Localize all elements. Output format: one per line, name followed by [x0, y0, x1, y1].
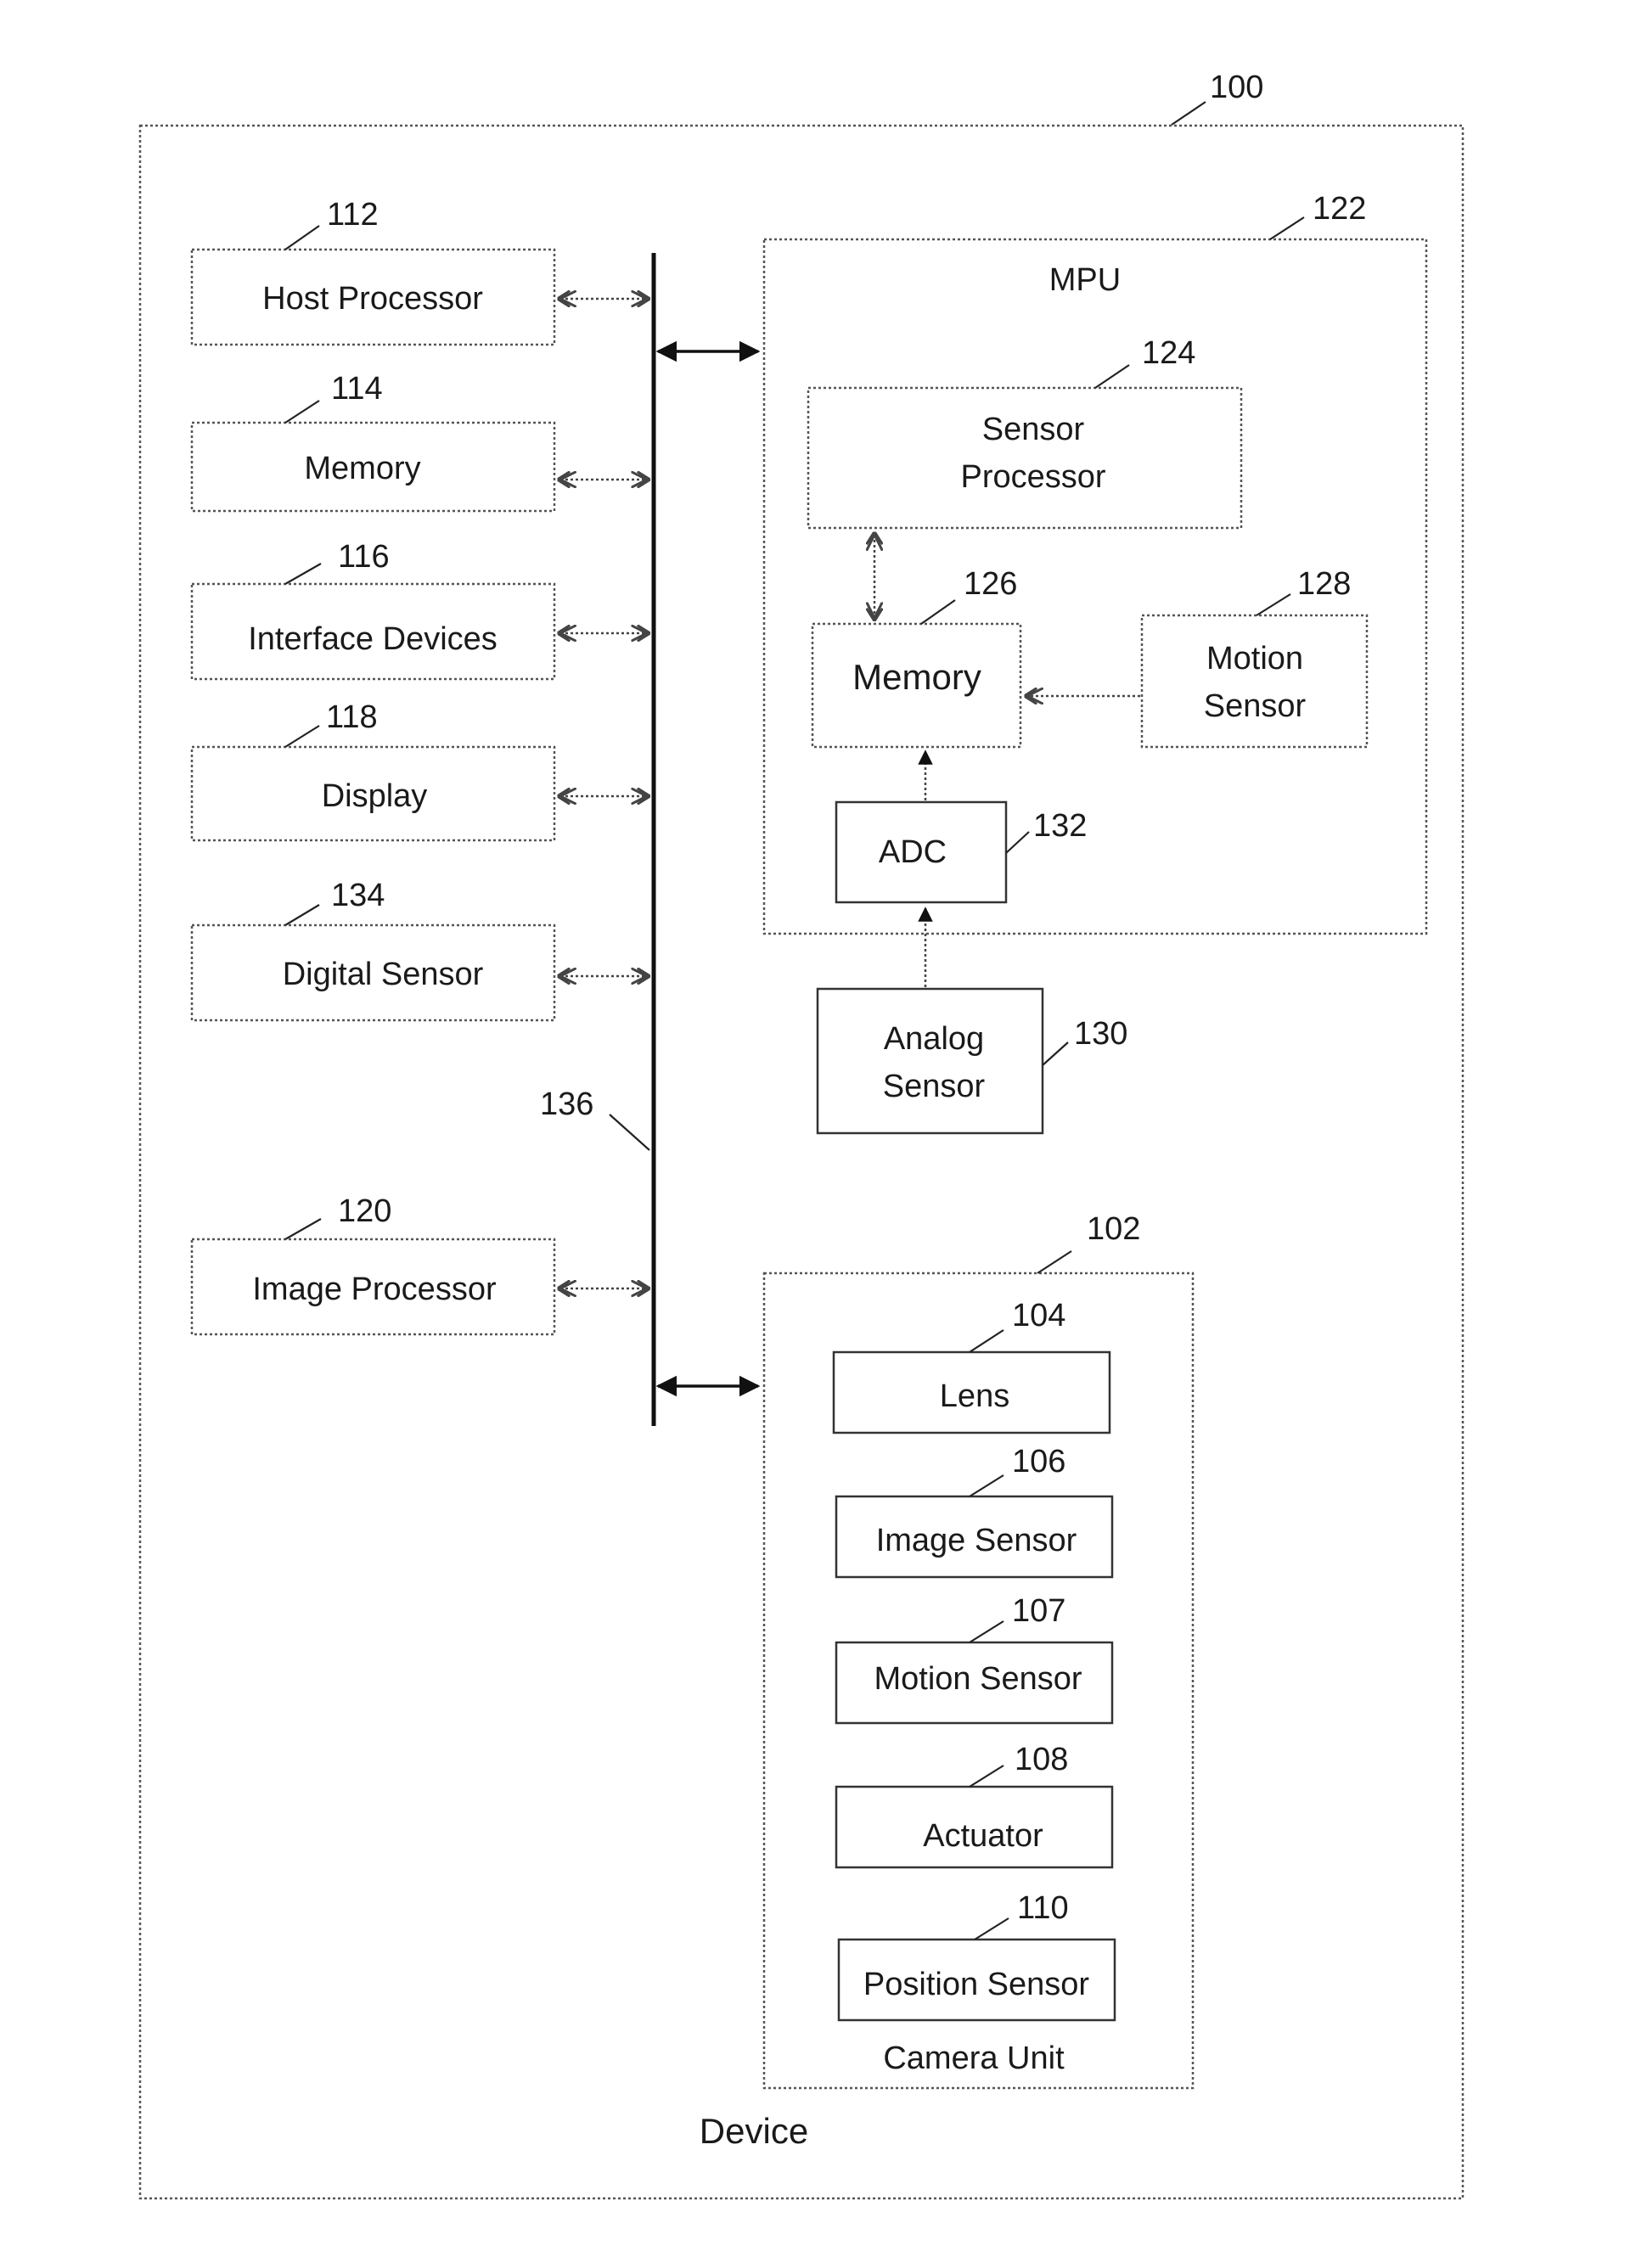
mpu-motion-sensor-label-line1: Motion	[1206, 641, 1303, 676]
image-processor-label: Image Processor	[252, 1272, 497, 1307]
mpu-motion-sensor-label-line2: Sensor	[1204, 688, 1307, 724]
host-processor-ref: 112	[327, 197, 379, 233]
adc-label: ADC	[879, 834, 947, 870]
camera-motion-sensor-ref: 107	[1012, 1593, 1065, 1629]
memory-ref: 114	[331, 371, 383, 407]
mpu-ref: 122	[1313, 191, 1366, 227]
mpu-label: MPU	[1049, 262, 1121, 298]
host-processor-label: Host Processor	[262, 281, 483, 317]
actuator-label: Actuator	[923, 1818, 1043, 1854]
memory-label: Memory	[304, 451, 420, 486]
image-processor-ref: 120	[338, 1193, 391, 1229]
device-label: Device	[700, 2111, 808, 2151]
mpu-memory-ref: 126	[964, 566, 1017, 602]
device-ref-leader	[1172, 102, 1206, 125]
display-label: Display	[322, 778, 428, 814]
mpu-block: MPU 122 Sensor Processor 124 Memory 126 …	[658, 191, 1426, 934]
digital-sensor-ref: 134	[331, 878, 385, 913]
sensor-processor-label-line2: Processor	[960, 459, 1105, 495]
camera-unit-ref: 102	[1087, 1211, 1140, 1247]
display-ref: 118	[326, 699, 378, 735]
sensor-processor-label-line1: Sensor	[982, 412, 1085, 447]
analog-sensor-ref: 130	[1074, 1016, 1127, 1052]
image-sensor-ref: 106	[1012, 1444, 1065, 1479]
position-sensor-label: Position Sensor	[863, 1967, 1089, 2002]
lens-label: Lens	[940, 1378, 1009, 1414]
image-sensor-label: Image Sensor	[876, 1523, 1077, 1558]
mpu-memory-label: Memory	[852, 657, 981, 697]
analog-sensor-label-line2: Sensor	[883, 1069, 986, 1104]
camera-motion-sensor-label: Motion Sensor	[874, 1661, 1082, 1697]
position-sensor-ref: 110	[1017, 1890, 1069, 1926]
bus-ref: 136	[540, 1086, 593, 1122]
sensor-processor-ref: 124	[1142, 335, 1195, 371]
analog-sensor-label-line1: Analog	[884, 1021, 984, 1057]
interface-devices-ref: 116	[338, 539, 390, 575]
digital-sensor-label: Digital Sensor	[283, 957, 484, 992]
lens-ref: 104	[1012, 1298, 1065, 1333]
camera-unit-label: Camera Unit	[883, 2041, 1065, 2076]
mpu-motion-sensor-ref: 128	[1297, 566, 1351, 602]
interface-devices-label: Interface Devices	[248, 621, 498, 657]
adc-ref: 132	[1033, 808, 1087, 844]
device-ref: 100	[1210, 70, 1263, 105]
actuator-ref: 108	[1015, 1742, 1068, 1777]
